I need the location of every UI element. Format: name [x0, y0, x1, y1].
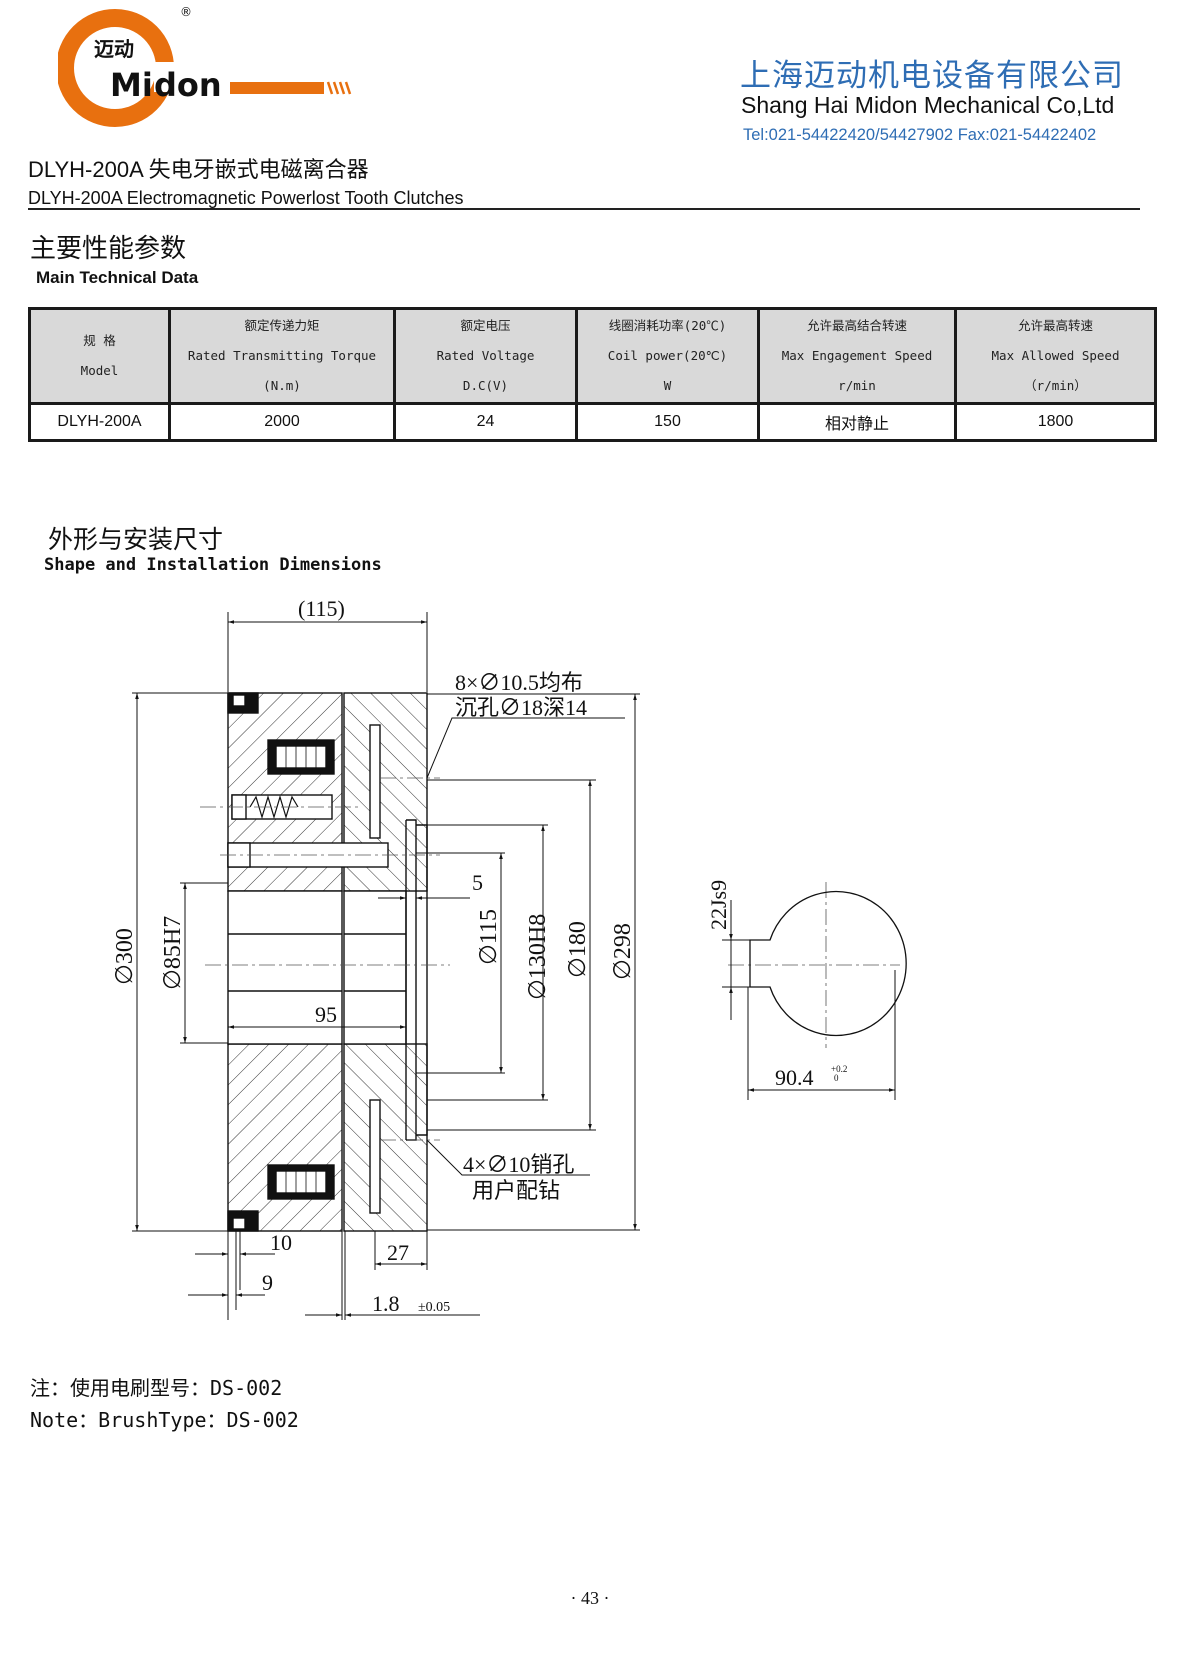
cell-coil-power: 150: [575, 402, 760, 442]
dim-hub-length: 95: [315, 1002, 337, 1027]
dim-keyway-depth: 90.4: [775, 1065, 814, 1090]
dim-d180: ∅180: [565, 921, 591, 978]
cell-torque: 2000: [168, 402, 396, 442]
dim-d130: ∅130H8: [525, 914, 551, 1000]
dim-10: 10: [270, 1230, 292, 1255]
dim-d115: ∅115: [476, 909, 502, 965]
svg-text:don: don: [154, 66, 222, 104]
dim-27: 27: [387, 1240, 409, 1265]
cell-max-speed: 1800: [954, 402, 1157, 442]
dim-d300: ∅300: [112, 928, 138, 985]
product-title-cn: DLYH-200A 失电牙嵌式电磁离合器: [28, 157, 369, 182]
page-number: · 43 ·: [570, 1588, 610, 1608]
note-en: Note：BrushType：DS-002: [30, 1408, 299, 1432]
dim-keyway-width: 22Js9: [706, 880, 731, 930]
clutch-section-drawing: (115) 8×∅10.5均布 沉孔∅18深14 5 95 ∅300 ∅85H7…: [112, 596, 907, 1320]
title-divider: [28, 208, 1140, 210]
note-cn: 注：使用电刷型号：DS-002: [30, 1376, 283, 1400]
tech-data-table: 规 格 Model 额定传递力矩 Rated Transmitting Torq…: [28, 307, 1157, 442]
dim-air-gap: 1.8: [372, 1291, 400, 1316]
dim-counterbore: 沉孔∅18深14: [455, 695, 587, 720]
svg-text:Mi: Mi: [110, 66, 153, 104]
dim-keyway-tol-upper: +0.2: [831, 1064, 847, 1074]
column-header-torque: 额定传递力矩 Rated Transmitting Torque (N.m): [168, 307, 396, 405]
dim-air-gap-tol: ±0.05: [418, 1300, 450, 1315]
column-header-max-speed: 允许最高转速 Max Allowed Speed （r/min）: [954, 307, 1157, 405]
keyed-shaft-icon: [749, 890, 907, 1037]
cell-model: DLYH-200A: [28, 402, 171, 442]
dim-bolt-holes: 8×∅10.5均布: [455, 670, 583, 695]
company-logo: 迈动 Mi don ®: [56, 4, 378, 132]
column-header-engagement-speed: 允许最高结合转速 Max Engagement Speed r/min: [757, 307, 957, 405]
svg-text:迈动: 迈动: [94, 37, 134, 61]
dim-overall-length: (115): [298, 600, 345, 621]
column-header-voltage: 额定电压 Rated Voltage D.C(V): [393, 307, 578, 405]
company-name-en: Shang Hai Midon Mechanical Co,Ltd: [741, 92, 1115, 118]
dim-pin-note: 用户配钻: [472, 1178, 560, 1203]
dim-keyway-tol-lower: 0: [834, 1073, 839, 1083]
dim-9: 9: [262, 1270, 273, 1295]
technical-drawing: (115) 8×∅10.5均布 沉孔∅18深14 5 95 ∅300 ∅85H7…: [0, 596, 1180, 1340]
tech-data-heading-en: Main Technical Data: [36, 268, 199, 287]
company-name-cn: 上海迈动机电设备有限公司: [740, 58, 1124, 94]
table-header-row: 规 格 Model 额定传递力矩 Rated Transmitting Torq…: [28, 307, 1157, 405]
column-header-coil-power: 线圈消耗功率(20℃) Coil power(20℃) W: [575, 307, 760, 405]
tech-data-heading-cn: 主要性能参数: [30, 234, 187, 264]
cell-engagement-speed: 相对静止: [757, 402, 957, 442]
dimensions-heading-en: Shape and Installation Dimensions: [44, 555, 382, 575]
product-title-en: DLYH-200A Electromagnetic Powerlost Toot…: [28, 188, 464, 208]
cell-voltage: 24: [393, 402, 578, 442]
table-row: DLYH-200A 2000 24 150 相对静止 1800: [28, 402, 1157, 442]
column-header-model: 规 格 Model: [28, 307, 171, 405]
dim-d85: ∅85H7: [160, 916, 186, 990]
company-contact: Tel:021-54422420/54427902 Fax:021-544224…: [743, 126, 1097, 144]
dimensions-heading-cn: 外形与安装尺寸: [48, 525, 224, 554]
dim-gap: 5: [472, 870, 483, 895]
dim-d298: ∅298: [610, 923, 636, 980]
svg-text:®: ®: [180, 5, 192, 19]
midon-logo-icon: 迈动 Mi don ®: [56, 5, 352, 127]
dim-pin-holes: 4×∅10销孔: [463, 1152, 574, 1177]
